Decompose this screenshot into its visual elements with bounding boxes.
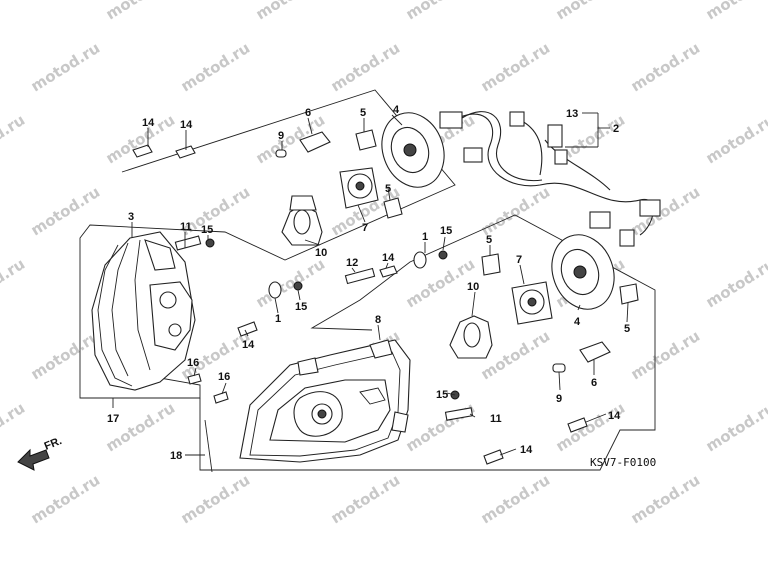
callout-5: 5 xyxy=(385,183,391,195)
front-direction-arrow: FR. xyxy=(17,435,64,471)
callout-12: 12 xyxy=(346,257,358,269)
watermark-text: motod.ru xyxy=(0,0,28,23)
callout-14: 14 xyxy=(180,119,193,131)
callout-6: 6 xyxy=(591,377,597,389)
watermark-text: motod.ru xyxy=(0,399,28,456)
watermark-text: motod.ru xyxy=(478,471,554,528)
callout-15: 15 xyxy=(440,225,452,237)
callout-3: 3 xyxy=(128,211,134,223)
watermark-text: motod.ru xyxy=(703,0,768,23)
watermark-text: motod.ru xyxy=(0,255,28,312)
watermark-text: motod.ru xyxy=(178,471,254,528)
leader-lines xyxy=(112,112,629,456)
callout-14: 14 xyxy=(242,339,255,351)
watermark-text: motod.ru xyxy=(253,255,329,312)
watermark-text: motod.ru xyxy=(28,327,104,384)
callout-1: 1 xyxy=(275,313,281,325)
front-label: FR. xyxy=(43,435,64,453)
callout-14: 14 xyxy=(520,444,533,456)
callout-9: 9 xyxy=(556,393,562,405)
watermark-text: motod.ru xyxy=(103,111,179,168)
watermark-text: motod.ru xyxy=(328,471,404,528)
callout-2: 2 xyxy=(613,123,619,135)
fasteners xyxy=(132,144,588,465)
lower-bulb-group xyxy=(449,234,639,373)
watermark-text: motod.ru xyxy=(703,111,768,168)
watermark-text: motod.ru xyxy=(553,399,629,456)
watermark-text: motod.ru xyxy=(28,183,104,240)
watermark-text: motod.ru xyxy=(253,0,329,23)
callout-7: 7 xyxy=(362,222,368,234)
watermark-text: motod.ru xyxy=(328,39,404,96)
watermark-text: motod.ru xyxy=(478,39,554,96)
watermark-text: motod.ru xyxy=(28,39,104,96)
callout-16: 16 xyxy=(187,357,199,369)
callout-13: 13 xyxy=(566,108,578,120)
watermark-text: motod.ru xyxy=(403,399,479,456)
watermark-text: motod.ru xyxy=(703,255,768,312)
callout-10: 10 xyxy=(315,247,327,259)
callout-14: 14 xyxy=(382,252,395,264)
watermark-text: motod.ru xyxy=(178,39,254,96)
callout-11: 11 xyxy=(180,221,192,233)
watermark-text: motod.ru xyxy=(628,39,704,96)
callout-15: 15 xyxy=(295,301,307,313)
watermark-text: motod.ru xyxy=(0,111,28,168)
callout-18: 18 xyxy=(170,450,182,462)
wire-harness xyxy=(439,111,661,247)
watermark-text: motod.ru xyxy=(478,183,554,240)
watermark-text: motod.ru xyxy=(103,0,179,23)
watermark-text: motod.ru xyxy=(553,0,629,23)
callout-15: 15 xyxy=(436,389,448,401)
left-headlight-unit xyxy=(91,231,196,391)
callout-6: 6 xyxy=(305,107,311,119)
callout-1: 1 xyxy=(422,231,428,243)
upper-bulb-group xyxy=(275,112,445,246)
callout-17: 17 xyxy=(107,413,119,425)
watermark-text: motod.ru xyxy=(403,0,479,23)
callout-14: 14 xyxy=(608,410,621,422)
watermark-text: motod.ru xyxy=(103,399,179,456)
watermark-text: motod.ru xyxy=(703,399,768,456)
front-headlight-unit xyxy=(239,339,411,463)
watermark-text: motod.ru xyxy=(628,471,704,528)
callout-7: 7 xyxy=(516,254,522,266)
watermark-text: motod.ru xyxy=(28,471,104,528)
callout-labels: 14 14 3 11 15 6 9 5 4 5 7 10 1 15 12 14 … xyxy=(107,104,630,462)
watermark-text: motod.ru xyxy=(628,183,704,240)
callout-9: 9 xyxy=(278,130,284,142)
callout-14: 14 xyxy=(142,117,155,129)
callout-5: 5 xyxy=(486,234,492,246)
callout-8: 8 xyxy=(375,314,381,326)
callout-16: 16 xyxy=(218,371,230,383)
callout-10: 10 xyxy=(467,281,479,293)
callout-11: 11 xyxy=(490,413,502,425)
callout-15: 15 xyxy=(201,224,213,236)
callout-4: 4 xyxy=(574,316,581,328)
callout-5: 5 xyxy=(360,107,366,119)
callout-4: 4 xyxy=(393,104,400,116)
watermark-text: motod.ru xyxy=(628,327,704,384)
callout-5: 5 xyxy=(624,323,630,335)
diagram-code: KSV7-F0100 xyxy=(590,456,656,469)
